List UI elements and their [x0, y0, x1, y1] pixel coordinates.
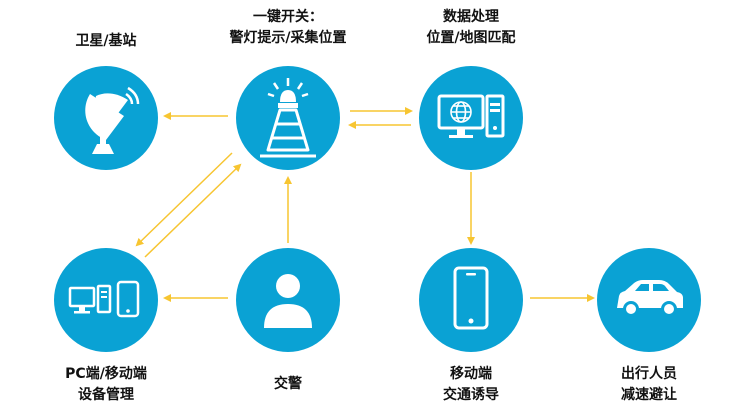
label-car: 出行人员 减速避让	[554, 364, 744, 406]
label-police: 交警	[193, 374, 383, 395]
node-satellite	[54, 66, 158, 170]
label-car-line-2: 减速避让	[621, 387, 677, 403]
node-beacon	[236, 66, 340, 170]
label-police-line-1: 交警	[274, 376, 302, 392]
satellite-dish-icon	[85, 86, 140, 154]
label-data-line-1: 数据处理	[443, 9, 499, 25]
devices-icon	[68, 280, 140, 318]
label-satellite-line-1: 卫星/基站	[75, 33, 137, 49]
label-mobile: 移动端 交通诱导	[376, 364, 566, 406]
label-satellite: 卫星/基站	[11, 31, 201, 52]
label-pc-line-2: 设备管理	[78, 387, 134, 403]
label-data-line-2: 位置/地图匹配	[426, 30, 516, 46]
label-beacon: 一键开关： 警灯提示/采集位置	[193, 7, 383, 49]
label-data: 数据处理 位置/地图匹配	[376, 7, 566, 49]
label-mobile-line-1: 移动端	[450, 366, 492, 382]
label-pc-line-1: PC端/移动端	[65, 366, 147, 382]
node-pc	[54, 248, 158, 352]
label-car-line-1: 出行人员	[621, 366, 677, 382]
label-beacon-line-2: 警灯提示/采集位置	[229, 30, 347, 46]
node-mobile	[419, 248, 523, 352]
person-icon	[264, 274, 312, 328]
label-beacon-line-1: 一键开关：	[253, 9, 323, 25]
label-mobile-line-2: 交通诱导	[443, 387, 499, 403]
smartphone-icon	[453, 266, 489, 330]
computer-globe-icon	[437, 94, 505, 138]
node-data	[419, 66, 523, 170]
arrow-pc-to-beacon	[144, 163, 242, 258]
node-car	[597, 248, 701, 352]
warning-light-cone-icon	[260, 78, 316, 158]
arrow-beacon-to-pc	[135, 152, 233, 247]
car-icon	[617, 280, 683, 317]
node-police	[236, 248, 340, 352]
label-pc: PC端/移动端 设备管理	[11, 364, 201, 406]
